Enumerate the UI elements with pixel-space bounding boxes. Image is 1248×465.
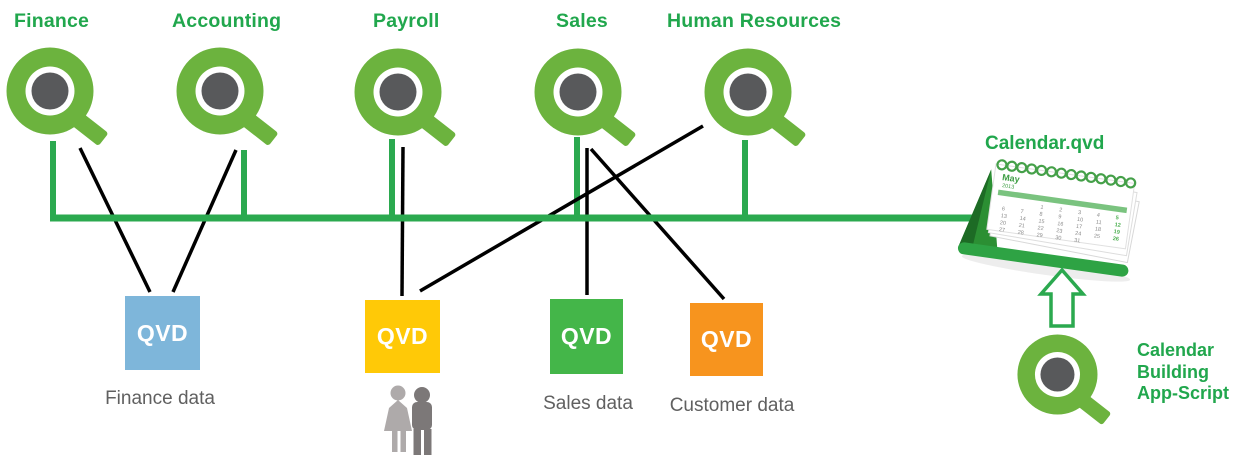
calendar-script-label: Calendar Building App-Script [1137,340,1229,405]
black-connectors [78,124,726,301]
calendar-day-number: 4 [1096,213,1100,219]
connector-hr-to-payroll-qvd [419,124,704,293]
qlik-logo-human-resources [704,48,807,148]
qlik-logo-finance [6,47,109,147]
calendar-day-number: 8 [1039,212,1043,218]
calendar-day-number: 2 [1059,207,1063,213]
app-label-sales: Sales [556,10,608,32]
calendar-day-number: 22 [1037,225,1044,232]
green-connector-stubs [50,137,748,218]
qlik-logo-sales [534,48,637,148]
up-arrow-icon [1037,267,1087,328]
calendar-day-number: 3 [1078,210,1082,216]
woman-silhouette [384,385,412,452]
qvd-box-sales-label: QVD [560,323,613,349]
calendar-qvd-title: Calendar.qvd [985,133,1105,154]
calendar-year-text: 2013 [1002,183,1015,191]
qlik-logo-accounting [176,47,279,147]
calendar-day-number: 17 [1076,224,1083,231]
calendar-day-number: 26 [1112,236,1119,243]
calendar-day-number: 27 [998,227,1005,234]
app-label-finance: Finance [14,10,90,32]
calendar-day-number: 31 [1074,238,1081,245]
app-label-accounting: Accounting [172,10,282,32]
calendar-day-number: 18 [1094,226,1101,233]
qvd-box-payroll-label: QVD [376,323,429,349]
calendar-day-number: 13 [1000,213,1007,220]
calendar-script-label-line2: Building [1137,361,1209,382]
app-label-human-resources: Human Resources [667,10,842,32]
calendar-day-number: 10 [1077,217,1084,224]
calendar-day-number: 1 [1040,205,1044,211]
calendar-day-number: 28 [1017,230,1024,237]
caption-finance-data: Finance data [105,388,215,409]
calendar-day-number: 12 [1114,222,1121,229]
qlik-logo-payroll [354,48,457,148]
caption-customer-data: Customer data [669,395,795,416]
calendar-script-label-line3: App-Script [1137,383,1229,403]
calendar-day-number: 19 [1113,229,1120,236]
calendar-day-number: 11 [1095,219,1101,226]
qvd-box-sales: QVD [550,299,623,374]
qvd-box-customer-label: QVD [700,326,753,352]
qvd-box-finance-label: QVD [136,319,189,346]
calendar-day-number: 7 [1020,209,1024,215]
man-silhouette [412,387,432,455]
people-silhouettes-icon [384,385,432,455]
calendar-day-number: 23 [1056,228,1063,235]
calendar-day-number: 14 [1019,216,1026,223]
calendar-spiral [996,159,1137,189]
calendar-day-number: 5 [1115,215,1119,221]
calendar-day-number: 20 [999,220,1006,227]
calendar-weekday-band [997,189,1128,214]
qvd-box-payroll: QVD [365,300,440,373]
qvd-box-customer: QVD [690,303,763,376]
calendar-day-number: 29 [1036,232,1043,239]
calendar-script-label-line1: Calendar [1137,340,1215,360]
qlik-logo-calendar-script [1017,334,1112,426]
qvd-box-finance: QVD [125,296,200,370]
caption-sales-data: Sales data [543,393,633,414]
calendar-day-number: 6 [1001,206,1005,212]
calendar-day-number: 15 [1038,218,1045,225]
calendar-day-number: 25 [1093,233,1100,240]
app-label-payroll: Payroll [373,10,440,32]
calendar-day-number: 9 [1058,214,1062,220]
calendar-day-number: 16 [1057,221,1064,228]
calendar-day-number: 30 [1055,235,1062,242]
connector-sales-to-customer-qvd [589,147,726,301]
calendar-month-text: May [1002,172,1021,184]
calendar-day-number: 24 [1075,231,1082,238]
calendar-day-number: 21 [1018,223,1025,230]
